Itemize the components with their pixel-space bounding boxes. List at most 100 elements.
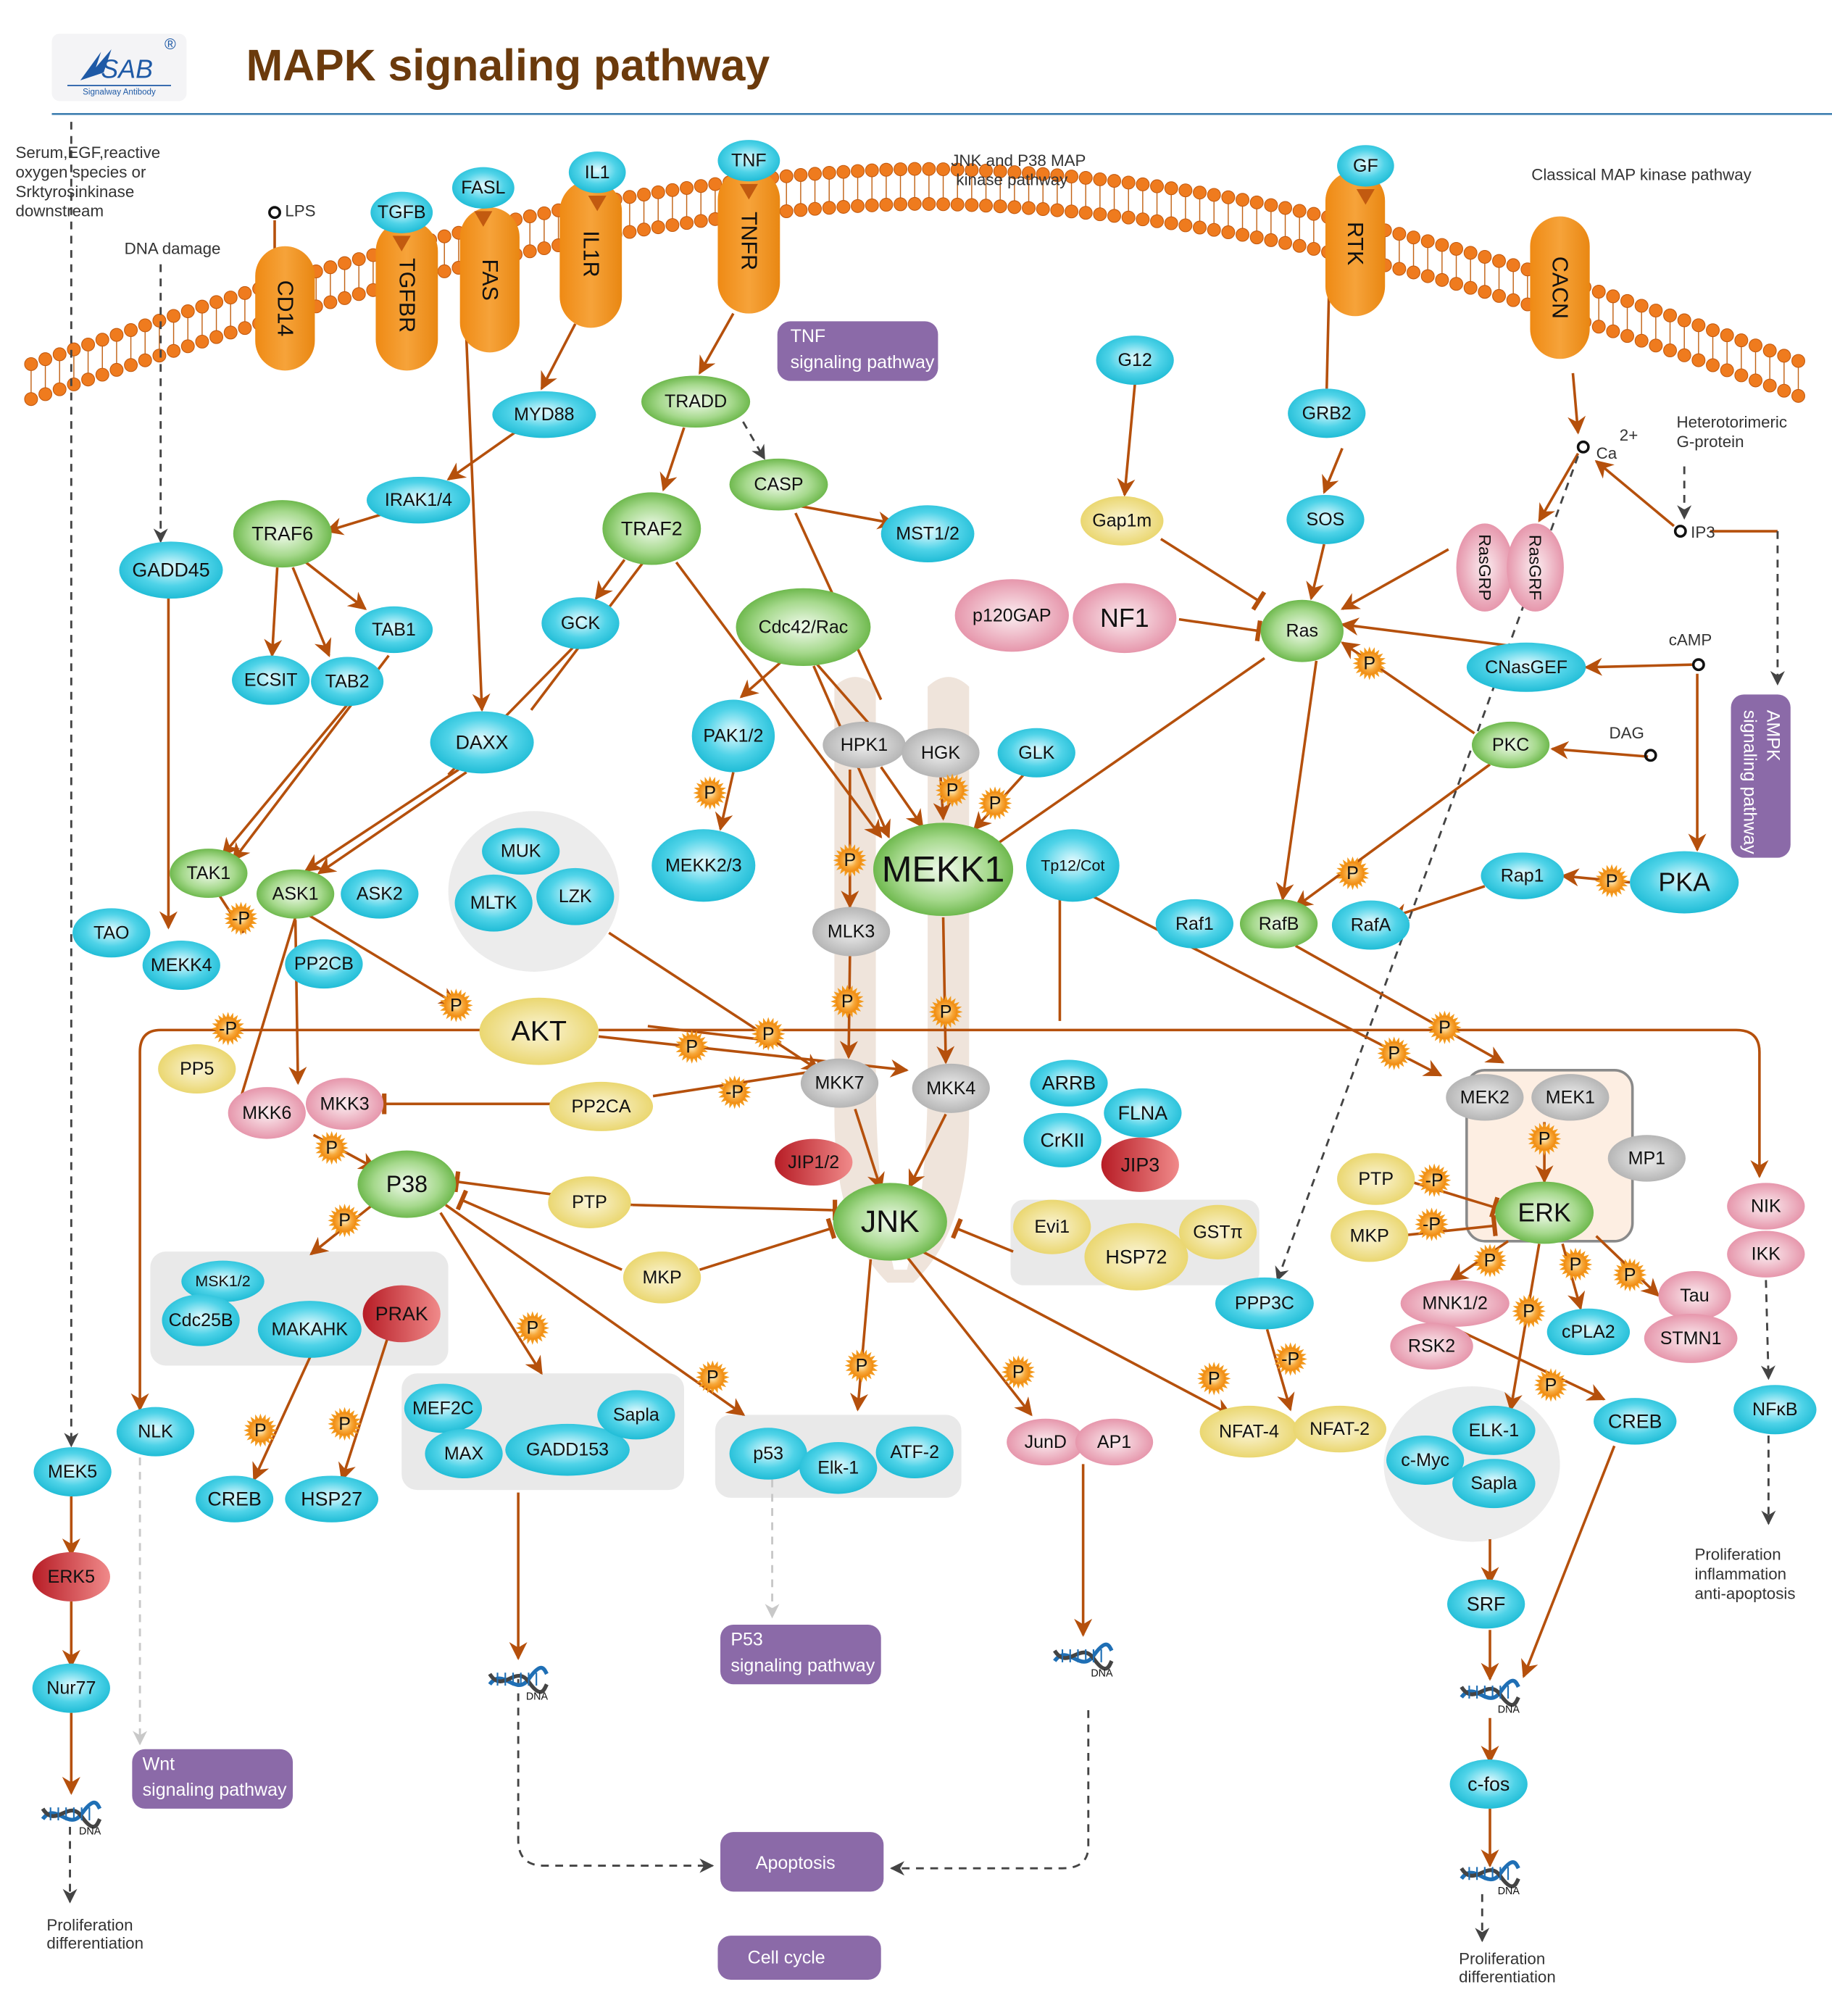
node-ap1[interactable]: AP1 [1075,1418,1154,1466]
ligand-il1[interactable]: IL1 [568,151,626,212]
node-tab1[interactable]: TAB1 [354,606,433,654]
p53-pathway-link[interactable]: P53 signaling pathway [720,1625,881,1685]
node-tradd[interactable]: TRADD [641,375,751,428]
apoptosis-link[interactable]: Apoptosis [720,1832,884,1892]
node-p38[interactable]: P38 [357,1150,457,1218]
ampk-pathway-link[interactable]: AMPK signaling pathway [1731,694,1791,858]
node-creb-right[interactable]: CREB [1594,1398,1677,1445]
node-mek5[interactable]: MEK5 [33,1447,112,1497]
node-nik[interactable]: NIK [1727,1183,1805,1230]
receptor-rtk[interactable]: RTK [1325,171,1386,317]
node-cdc25b[interactable]: Cdc25B [162,1294,240,1346]
node-traf2[interactable]: TRAF2 [602,492,701,565]
node-myd88[interactable]: MYD88 [492,391,596,438]
node-pak12[interactable]: PAK1/2 [691,699,775,772]
ligand-tnf[interactable]: TNF [717,140,780,200]
node-pp2cb[interactable]: PP2CB [285,939,363,989]
node-elk1-right[interactable]: ELK-1 [1452,1405,1536,1455]
node-casp[interactable]: CASP [729,458,828,511]
node-jip12[interactable]: JIP1/2 [775,1138,853,1186]
node-sos[interactable]: SOS [1286,494,1365,544]
node-mnk12[interactable]: MNK1/2 [1400,1280,1510,1327]
node-cpla2[interactable]: cPLA2 [1546,1308,1631,1356]
node-prak[interactable]: PRAK [362,1285,441,1343]
node-mkp-mid[interactable]: MKP [623,1251,701,1304]
node-ras[interactable]: Ras [1260,599,1344,662]
node-ptp-mid[interactable]: PTP [548,1176,631,1228]
node-creb-left[interactable]: CREB [195,1475,274,1523]
node-sapla-mid[interactable]: Sapla [597,1390,675,1440]
node-mkk3[interactable]: MKK3 [305,1078,384,1130]
node-rap1[interactable]: Rap1 [1481,852,1564,899]
node-glk[interactable]: GLK [997,728,1075,778]
node-mlk3[interactable]: MLK3 [812,907,891,957]
receptor-cacn[interactable]: CACN [1530,216,1590,359]
node-mst12[interactable]: MST1/2 [880,505,975,562]
node-cmyc[interactable]: c-Myc [1386,1436,1465,1485]
node-mekk23[interactable]: MEKK2/3 [651,829,756,902]
node-mef2c[interactable]: MEF2C [404,1383,483,1433]
node-flna[interactable]: FLNA [1104,1088,1182,1138]
ligand-gf[interactable]: GF [1337,145,1394,205]
node-rafa[interactable]: RafA [1331,900,1410,950]
receptor-fas[interactable]: FAS [459,207,520,353]
node-mkk6[interactable]: MKK6 [228,1087,306,1139]
node-traf6[interactable]: TRAF6 [233,500,332,568]
node-makahk[interactable]: MAKAHK [257,1301,362,1358]
node-mek1[interactable]: MEK1 [1531,1074,1610,1121]
node-gap1m[interactable]: Gap1m [1081,496,1164,546]
node-hgk[interactable]: HGK [902,728,980,778]
node-jund[interactable]: JunD [1007,1418,1085,1466]
node-rasgrp[interactable]: RasGRP [1456,523,1514,612]
node-nfkb[interactable]: NFκB [1733,1385,1817,1435]
node-mkk4[interactable]: MKK4 [912,1063,990,1113]
node-stmn1[interactable]: STMN1 [1644,1313,1738,1363]
node-tp12[interactable]: Tp12/Cot [1025,829,1120,902]
node-ikk[interactable]: IKK [1727,1230,1805,1278]
node-nfat4[interactable]: NFAT-4 [1199,1405,1299,1458]
node-hsp27[interactable]: HSP27 [285,1475,379,1523]
node-ptp-right[interactable]: PTP [1337,1153,1415,1205]
node-nfat2[interactable]: NFAT-2 [1293,1405,1386,1453]
node-gck[interactable]: GCK [541,597,620,649]
node-msk12[interactable]: MSK1/2 [181,1260,265,1302]
node-lzk[interactable]: LZK [536,867,615,925]
node-pp2ca[interactable]: PP2CA [549,1081,654,1131]
node-grb2[interactable]: GRB2 [1288,388,1366,438]
node-arrb[interactable]: ARRB [1030,1059,1108,1107]
node-cdc42[interactable]: Cdc42/Rac [736,588,871,666]
wnt-pathway-link[interactable]: Wnt signaling pathway [132,1749,293,1809]
node-jnk[interactable]: JNK [833,1183,947,1261]
ligand-tgfb[interactable]: TGFB [370,191,433,251]
node-gadd45[interactable]: GADD45 [119,541,223,599]
node-akt[interactable]: AKT [479,997,599,1065]
node-p53[interactable]: p53 [729,1428,807,1480]
node-cfos[interactable]: c-fos [1449,1759,1528,1809]
node-muk[interactable]: MUK [482,828,560,875]
node-nf1[interactable]: NF1 [1073,583,1177,654]
node-mltk[interactable]: MLTK [454,874,533,932]
node-tab2[interactable]: TAB2 [311,657,384,707]
ligand-fasl[interactable]: FASL [451,167,515,227]
node-pp5[interactable]: PP5 [158,1044,236,1094]
node-irak14[interactable]: IRAK1/4 [366,476,470,524]
node-cnasgef[interactable]: CNasGEF [1466,642,1586,692]
tnf-pathway-link[interactable]: TNF signaling pathway [777,321,938,381]
node-ask2[interactable]: ASK2 [341,869,419,919]
node-ppp3c[interactable]: PPP3C [1215,1277,1314,1330]
node-crkii[interactable]: CrKII [1023,1112,1102,1167]
node-srf[interactable]: SRF [1447,1579,1525,1629]
node-gstpi[interactable]: GSTπ [1178,1204,1257,1259]
node-pkc[interactable]: PKC [1471,721,1550,769]
node-daxx[interactable]: DAXX [430,711,534,774]
node-g12[interactable]: G12 [1096,336,1174,386]
node-gadd153[interactable]: GADD153 [505,1423,630,1476]
node-mp1[interactable]: MP1 [1607,1135,1686,1182]
receptor-cd14[interactable]: CD14 [255,246,315,371]
node-ecsit[interactable]: ECSIT [232,655,310,705]
node-ask1[interactable]: ASK1 [256,869,335,919]
node-p120gap[interactable]: p120GAP [954,579,1069,652]
receptor-il1r[interactable]: IL1R [559,180,623,328]
receptor-tnfr[interactable]: TNFR [717,168,780,314]
cell-cycle-link[interactable]: Cell cycle [717,1936,881,1980]
